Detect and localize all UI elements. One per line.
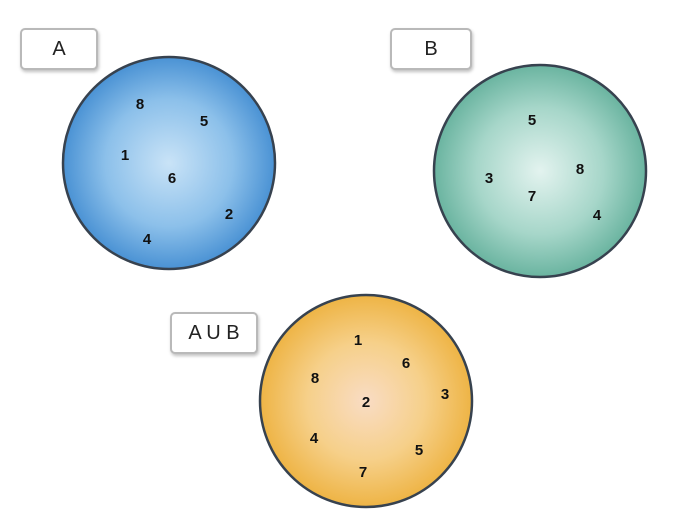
- set-aub-element-4: 4: [310, 430, 319, 447]
- set-aub-elements: 1 8 6 3 2 4 5 7: [310, 332, 449, 481]
- set-aub-element-3: 3: [441, 386, 449, 403]
- set-a-element-2: 2: [225, 206, 233, 223]
- set-b-circle: [432, 63, 648, 279]
- set-a-element-6: 6: [168, 170, 176, 187]
- set-a-elements: 8 5 1 6 2 4: [121, 96, 233, 248]
- set-aub-element-7: 7: [359, 464, 367, 481]
- set-aub-element-5: 5: [415, 442, 423, 459]
- set-b-element-7: 7: [528, 188, 536, 205]
- set-b-label: B: [390, 28, 472, 70]
- set-aub-element-2: 2: [362, 394, 370, 411]
- set-aub-element-6: 6: [402, 355, 410, 372]
- set-union-label: A U B: [170, 312, 258, 354]
- set-b-element-4: 4: [593, 207, 602, 224]
- set-aub-element-1: 1: [354, 332, 362, 349]
- set-a-label: A: [20, 28, 98, 70]
- set-a-element-4: 4: [143, 231, 152, 248]
- set-a-element-1: 1: [121, 147, 129, 164]
- set-b-element-3: 3: [485, 170, 493, 187]
- set-b-elements: 5 3 8 7 4: [485, 112, 602, 224]
- set-aub-element-8: 8: [311, 370, 319, 387]
- set-a-circle: [61, 55, 277, 271]
- set-b-element-8: 8: [576, 161, 584, 178]
- set-b-element-5: 5: [528, 112, 536, 129]
- set-aub-circle: [258, 293, 474, 509]
- set-a-element-8: 8: [136, 96, 144, 113]
- set-a-element-5: 5: [200, 113, 208, 130]
